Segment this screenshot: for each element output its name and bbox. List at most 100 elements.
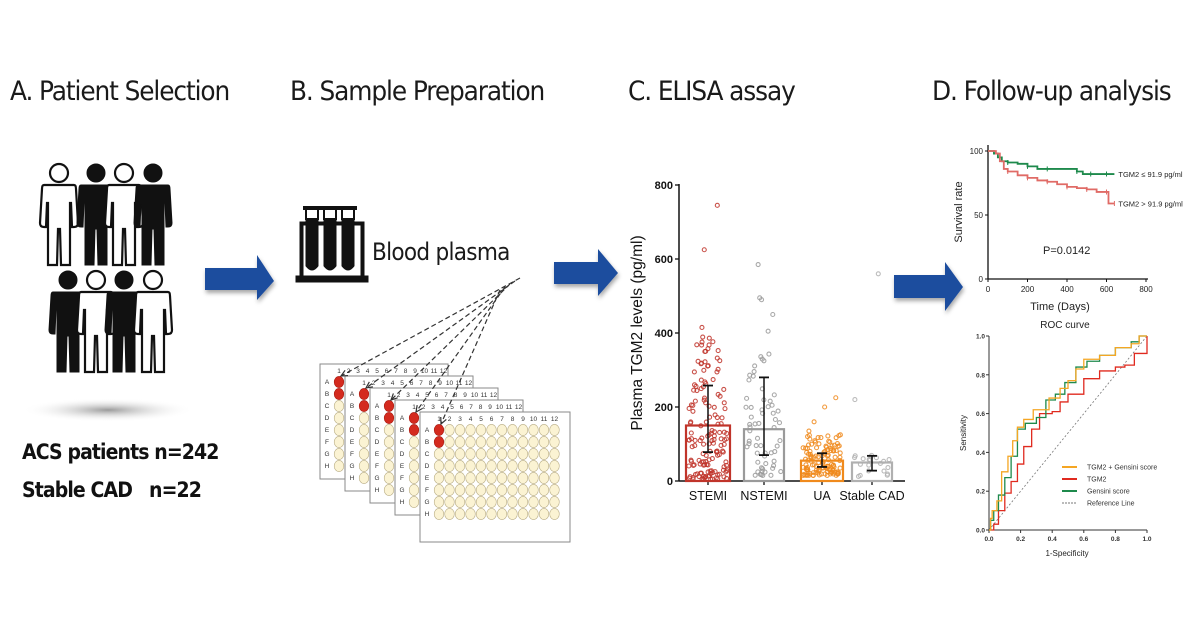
data-point [688, 430, 694, 436]
data-point [851, 454, 858, 461]
data-point [770, 410, 776, 416]
data-point [703, 348, 709, 354]
data-point [813, 469, 819, 475]
survival-x-axis-label: Time (Days) [1030, 301, 1089, 313]
data-point [830, 448, 837, 454]
data-point [722, 406, 728, 412]
data-point [701, 459, 707, 465]
data-point [721, 429, 727, 435]
data-point [748, 414, 754, 420]
y-tick-label: 0 [979, 275, 984, 284]
data-point [699, 339, 705, 345]
data-point [718, 436, 724, 442]
roc-marks [988, 335, 1148, 531]
data-point [691, 387, 697, 393]
data-point [718, 442, 724, 448]
data-point [715, 366, 721, 372]
data-point [686, 405, 692, 411]
roc-x-axis-label: 1-Specificity [1045, 549, 1088, 558]
panel-b-title: B. Sample Preparation [290, 76, 545, 107]
data-point [822, 471, 828, 477]
data-point [813, 453, 819, 459]
data-point [701, 397, 707, 403]
elisa-y-axis-label: Plasma TGM2 levels (pg/ml) [629, 235, 646, 430]
y-tick-label: 0.8 [976, 372, 985, 379]
data-point [717, 429, 723, 436]
data-point [835, 471, 841, 477]
data-point [707, 468, 713, 474]
data-point [855, 473, 862, 479]
x-tick-label: Stable CAD [839, 489, 904, 503]
data-point [829, 469, 835, 475]
data-point [723, 436, 729, 442]
data-point [752, 363, 758, 369]
blood-plasma-label: Blood plasma [372, 238, 510, 266]
data-point [715, 391, 721, 397]
x-tick-label: 0.8 [1111, 536, 1120, 543]
data-point [701, 395, 708, 401]
data-point [744, 395, 750, 401]
data-point [829, 443, 835, 449]
data-point [774, 443, 780, 449]
data-point [692, 398, 698, 404]
data-point [832, 454, 838, 460]
data-point [701, 367, 707, 373]
survival-y-axis-label: Survival rate [953, 181, 965, 242]
data-point [835, 443, 841, 449]
data-point [719, 415, 725, 421]
data-point [723, 469, 729, 475]
y-tick-label: 1.0 [976, 334, 985, 341]
data-point [714, 414, 720, 421]
y-tick-label: 0.4 [976, 450, 985, 457]
data-point [689, 444, 695, 450]
data-point [698, 377, 704, 383]
data-point [701, 441, 707, 447]
data-point [828, 447, 834, 454]
data-point [703, 474, 709, 480]
data-point [706, 441, 712, 447]
data-point [691, 369, 697, 375]
data-point [860, 456, 866, 462]
panel-a-title: A. Patient Selection [10, 76, 230, 107]
elisa-marks [684, 202, 894, 483]
data-point [699, 324, 705, 331]
data-point [816, 441, 822, 447]
data-point [881, 468, 887, 474]
roc-line [988, 335, 1148, 531]
data-point [688, 436, 695, 442]
data-point [695, 358, 701, 364]
data-point [811, 419, 817, 425]
data-point [751, 368, 757, 375]
data-point [837, 454, 843, 460]
data-point [833, 448, 839, 454]
data-point [706, 335, 712, 341]
data-point [709, 437, 715, 444]
data-point [694, 387, 700, 394]
data-point [696, 457, 702, 463]
y-tick-label: 200 [655, 402, 673, 414]
data-point [747, 372, 753, 378]
survival-legend-label: TGM2 > 91.9 pg/ml [1118, 199, 1183, 208]
roc-legend-label: Reference Line [1087, 501, 1135, 508]
survival-legend-label: TGM2 ≤ 91.9 pg/ml [1118, 170, 1182, 179]
data-point [803, 445, 809, 451]
stable-cad-count: Stable CAD n=22 [22, 478, 202, 502]
data-point [701, 247, 707, 253]
data-point [690, 462, 696, 468]
data-point [770, 311, 776, 318]
data-point [766, 351, 772, 357]
data-point [694, 342, 700, 348]
data-point [752, 421, 758, 427]
data-point [746, 438, 752, 444]
data-point [715, 472, 721, 478]
data-point [748, 404, 754, 410]
data-point [824, 453, 830, 459]
data-point [826, 438, 832, 444]
data-point [833, 395, 839, 401]
data-point [688, 458, 694, 464]
data-point [709, 428, 715, 434]
